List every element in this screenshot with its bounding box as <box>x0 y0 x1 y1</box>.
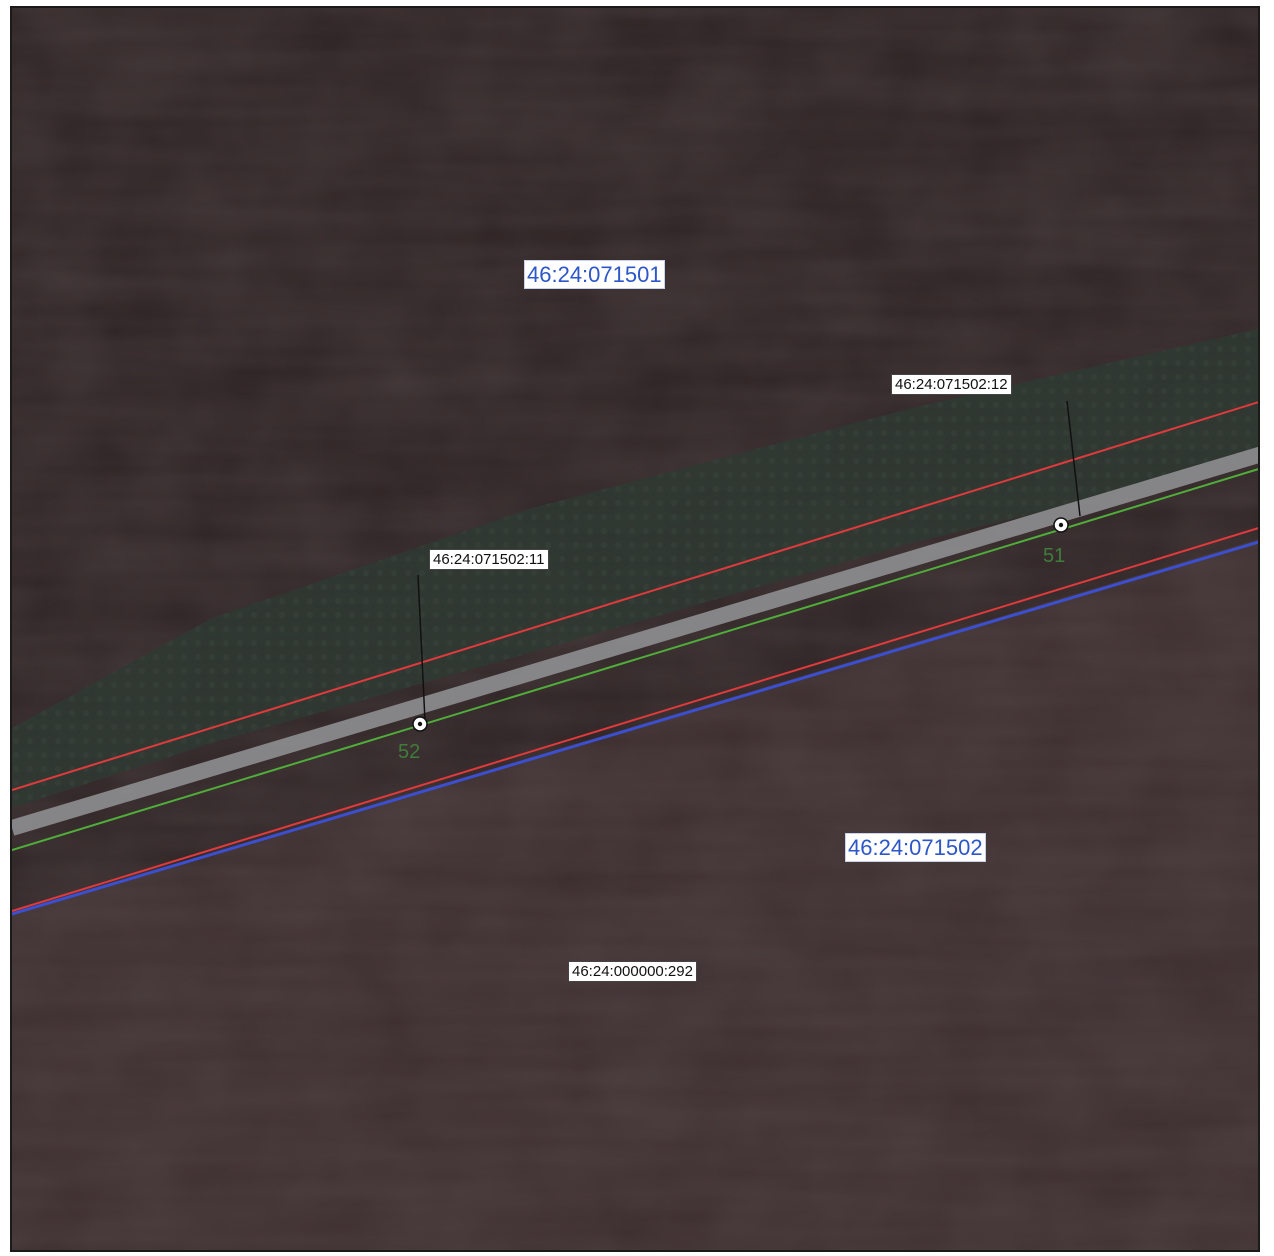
quarter-label-071502[interactable]: 46:24:071502 <box>845 833 986 863</box>
aerial-map[interactable] <box>12 8 1260 1252</box>
boundary-blue <box>12 540 1258 916</box>
map-frame: 46:24:071501 46:24:071502 46:24:071502:1… <box>10 6 1260 1252</box>
parcel-label-11[interactable]: 46:24:071502:11 <box>429 549 549 571</box>
tree-belt-texture <box>12 328 1258 808</box>
quarter-label-071501[interactable]: 46:24:071501 <box>524 260 665 290</box>
point-number-52: 52 <box>398 741 421 763</box>
parcel-label-292[interactable]: 46:24:000000:292 <box>568 961 697 983</box>
point-number-51: 51 <box>1043 545 1066 567</box>
parcel-label-12[interactable]: 46:24:071502:12 <box>891 374 1012 396</box>
survey-point-51[interactable] <box>1053 517 1069 533</box>
leader-line-11 <box>417 574 426 722</box>
leader-line-12 <box>1066 400 1081 517</box>
boundary-red-north <box>12 401 1258 791</box>
boundary-green <box>12 468 1258 851</box>
road <box>12 446 1258 836</box>
survey-point-52[interactable] <box>412 716 428 732</box>
boundary-red-south <box>12 527 1258 912</box>
